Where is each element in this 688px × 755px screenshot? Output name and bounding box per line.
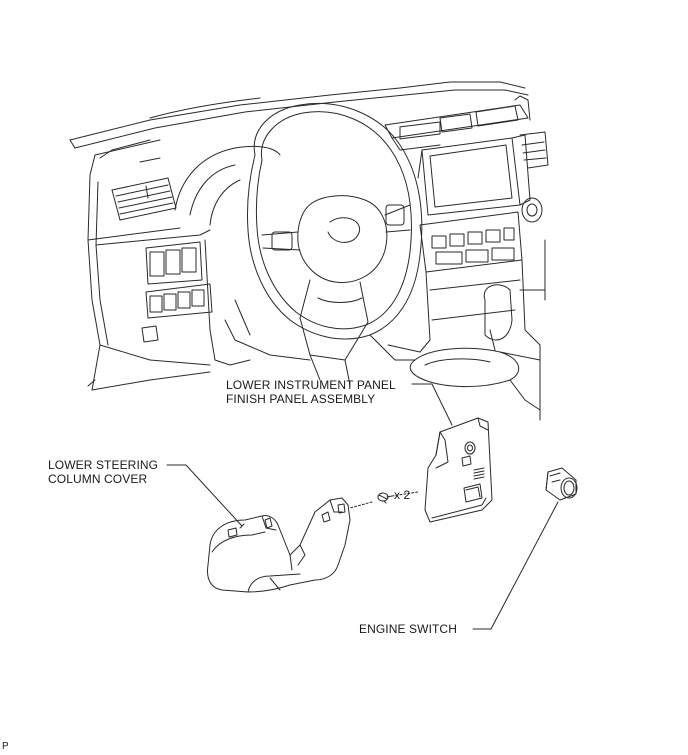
- leader-lines: [167, 384, 558, 629]
- reference-code: P: [2, 741, 9, 752]
- screw-icon: [378, 493, 392, 503]
- screw-quantity-label: x 2: [394, 488, 411, 502]
- lower-steering-column-cover-label: LOWER STEERING COLUMN COVER: [48, 458, 158, 486]
- lower-steering-label-line1: LOWER STEERING: [48, 458, 159, 472]
- lower-instrument-panel-label-line1: LOWER INSTRUMENT PANEL: [226, 378, 396, 392]
- engine-switch-drawing: [546, 468, 577, 500]
- engine-switch-label: ENGINE SWITCH: [359, 622, 457, 636]
- dashboard-illustration: [70, 82, 548, 420]
- lower-instrument-panel-label-line2: FINISH PANEL ASSEMBLY: [226, 392, 376, 406]
- lower-steering-label-line2: COLUMN COVER: [48, 472, 148, 486]
- lower-instrument-panel-finish-panel-drawing: [425, 418, 492, 522]
- lower-instrument-panel-label: LOWER INSTRUMENT PANEL FINISH PANEL ASSE…: [226, 378, 396, 406]
